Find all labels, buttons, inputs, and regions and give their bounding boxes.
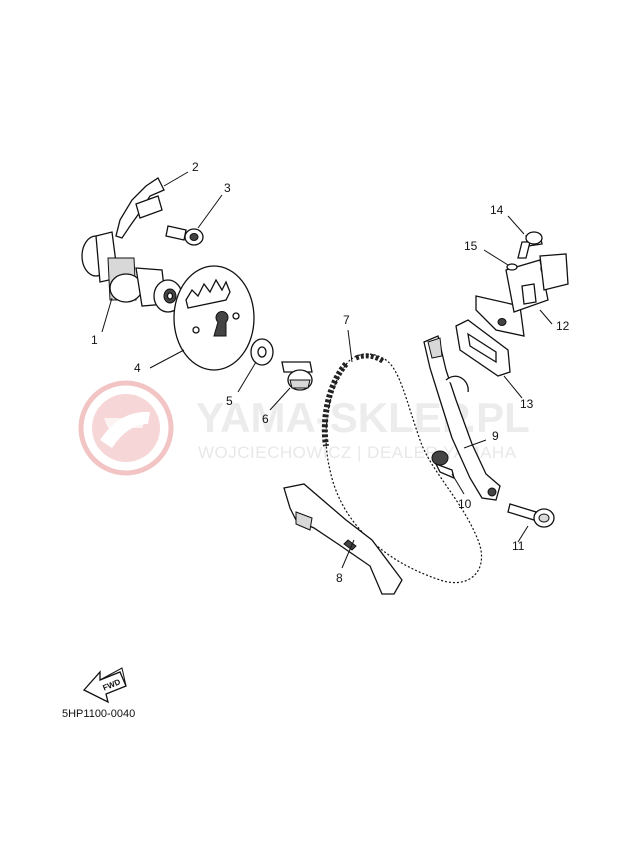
part-9-tensioner-guide <box>423 335 501 501</box>
callout-3: 3 <box>224 181 231 195</box>
part-1-camshaft <box>81 231 183 313</box>
leader-lines <box>101 171 553 569</box>
callout-8: 8 <box>336 571 343 585</box>
part-11-bolt <box>507 503 555 528</box>
part-6-bolt <box>281 361 313 391</box>
part-3-bolt <box>165 225 204 246</box>
part-10-collar <box>431 450 455 480</box>
callout-6: 6 <box>262 412 269 426</box>
part-12-tensioner <box>475 253 569 337</box>
part-13-gasket <box>455 319 511 377</box>
callout-11: 11 <box>512 539 525 553</box>
part-7-chain <box>321 353 483 584</box>
part-4-sprocket <box>173 265 255 371</box>
part-8-chain-guide <box>283 483 403 595</box>
callout-7: 7 <box>343 313 350 327</box>
watermark-title: YAMA-SKLEP.PL <box>196 394 530 441</box>
forward-arrow-icon: FWD <box>82 667 127 704</box>
callout-9: 9 <box>492 429 499 443</box>
part-14-bolt <box>517 231 543 259</box>
callout-1: 1 <box>91 333 98 347</box>
callout-14: 14 <box>490 203 504 217</box>
part-15-o-ring <box>506 263 518 271</box>
callout-2: 2 <box>192 160 199 174</box>
callout-15: 15 <box>464 239 478 253</box>
part-5-washer <box>250 338 274 366</box>
callout-12: 12 <box>556 319 570 333</box>
part-2-cam-plate <box>115 177 165 239</box>
callout-10: 10 <box>458 497 472 511</box>
callout-4: 4 <box>134 361 141 375</box>
callout-5: 5 <box>226 394 233 408</box>
callout-labels: 1 2 3 4 5 6 7 8 9 10 11 12 13 14 15 <box>91 160 570 585</box>
diagram-code: 5HP1100-0040 <box>62 708 135 720</box>
watermark-logo <box>78 380 174 476</box>
callout-13: 13 <box>520 397 534 411</box>
